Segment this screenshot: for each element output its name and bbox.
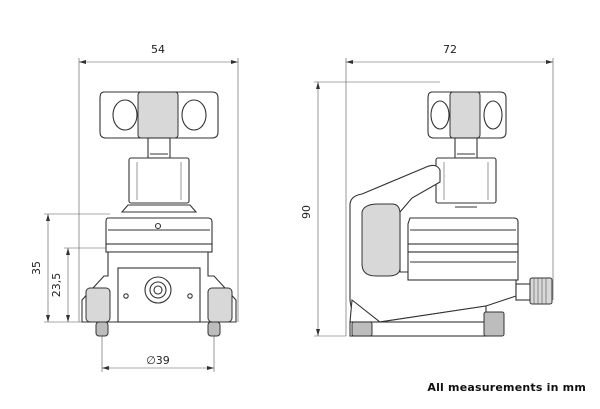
side-width-dimension: 72: [346, 43, 553, 64]
measurement-note: All measurements in mm: [427, 381, 586, 394]
knob: [99, 91, 219, 139]
front-view: 54: [30, 43, 239, 372]
dimension-23-5: 23,5: [50, 273, 63, 298]
dimension-90: 90: [300, 205, 313, 219]
height-23-5-dimension: 23,5: [50, 248, 70, 322]
dimension-54: 54: [151, 43, 165, 56]
side-view: 72 90: [300, 43, 554, 337]
front-width-dimension: 54: [79, 43, 238, 64]
side-height-dimension: 90: [300, 82, 320, 336]
side-knob: [427, 91, 507, 139]
diameter-39-dimension: ∅39: [102, 354, 214, 370]
dimension-diameter-39: ∅39: [146, 354, 170, 367]
dimension-72: 72: [443, 43, 457, 56]
height-35-dimension: 35: [30, 214, 50, 322]
dimension-35: 35: [30, 261, 43, 275]
